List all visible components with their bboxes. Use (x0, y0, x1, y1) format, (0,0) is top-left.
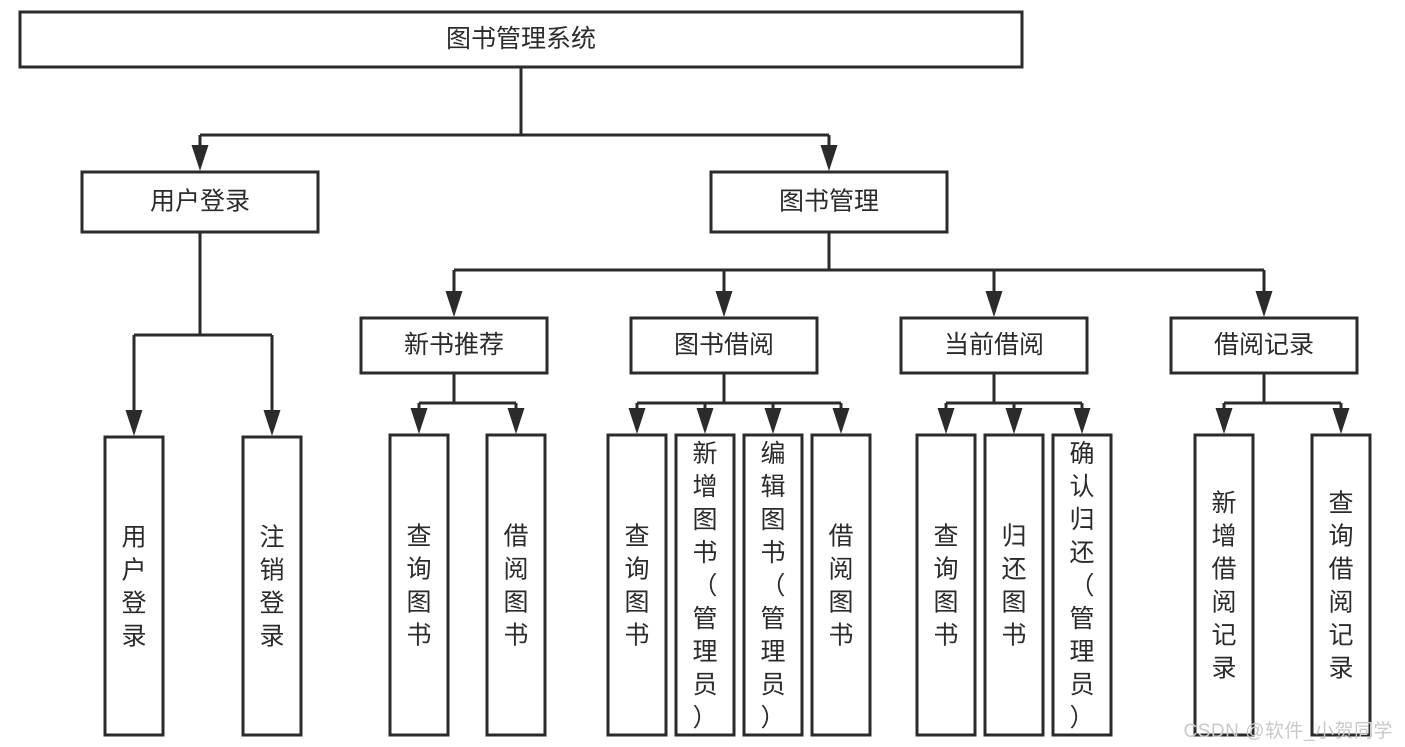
node-label: 用户登录 (150, 188, 250, 216)
node-user-login[interactable]: 用户登录 (80, 170, 320, 234)
node-label: 查询图书 (406, 523, 431, 650)
arrow-head-icon (445, 291, 463, 317)
node-box[interactable] (359, 316, 549, 375)
arrow-head-icon (410, 408, 428, 434)
arrow-head-icon (696, 408, 714, 434)
connector-group-book-borrow (628, 373, 850, 434)
node-label: 归还图书 (1001, 523, 1026, 650)
connector-group-current-borrow (937, 373, 1091, 434)
node-borrow-record[interactable]: 借阅记录 (1169, 316, 1359, 375)
connector-group-user-login (125, 232, 281, 436)
connector-group-new-book-rec (410, 373, 525, 434)
arrow-head-icon (507, 408, 525, 434)
node-box[interactable] (80, 170, 320, 234)
node-leaf-return-book[interactable]: 归还图书 (983, 433, 1045, 737)
arrow-head-icon (1005, 408, 1023, 434)
node-leaf-borrow-book-2[interactable]: 借阅图书 (810, 433, 872, 737)
node-leaf-user-logout[interactable]: 注销登录 (241, 435, 303, 737)
arrow-head-icon (715, 291, 733, 317)
node-box[interactable] (1193, 433, 1255, 737)
node-box[interactable] (915, 433, 977, 737)
node-box[interactable] (674, 433, 736, 737)
node-leaf-add-record[interactable]: 新增借阅记录 (1193, 433, 1255, 737)
node-box[interactable] (983, 433, 1045, 737)
arrow-head-icon (1332, 408, 1350, 434)
node-box[interactable] (18, 10, 1024, 69)
node-leaf-query-book-1[interactable]: 查询图书 (388, 433, 450, 737)
node-box[interactable] (1310, 433, 1372, 737)
node-label: 图书管理 (779, 188, 879, 216)
node-leaf-edit-book[interactable]: 编辑图书（管理员） (742, 433, 804, 737)
node-label: 查询借阅记录 (1328, 490, 1353, 683)
connector-group-book-manage (445, 232, 1273, 317)
connector-group-root (191, 67, 838, 171)
node-box[interactable] (103, 435, 165, 737)
node-book-manage[interactable]: 图书管理 (709, 170, 949, 234)
node-label: 借阅图书 (503, 523, 528, 650)
arrow-head-icon (764, 408, 782, 434)
node-label: 注销登录 (259, 524, 284, 651)
node-label: 借阅图书 (828, 523, 853, 650)
node-layer: 图书管理系统用户登录图书管理新书推荐图书借阅当前借阅借阅记录用户登录注销登录查询… (18, 10, 1372, 737)
arrow-head-icon (820, 145, 838, 171)
node-label: 确认归还（管理员） (1069, 440, 1094, 732)
arrow-head-icon (1073, 408, 1091, 434)
node-label: 当前借阅 (944, 331, 1044, 359)
node-box[interactable] (742, 433, 804, 737)
node-leaf-query-record[interactable]: 查询借阅记录 (1310, 433, 1372, 737)
arrow-head-icon (191, 145, 209, 171)
node-box[interactable] (629, 316, 819, 375)
node-root[interactable]: 图书管理系统 (18, 10, 1024, 69)
node-box[interactable] (1169, 316, 1359, 375)
node-label: 图书管理系统 (446, 25, 596, 53)
node-label: 用户登录 (121, 524, 146, 651)
node-label: 图书借阅 (674, 331, 774, 359)
node-new-book-rec[interactable]: 新书推荐 (359, 316, 549, 375)
node-label: 查询图书 (933, 523, 958, 650)
node-label: 查询图书 (624, 523, 649, 650)
arrow-head-icon (125, 410, 143, 436)
node-box[interactable] (810, 433, 872, 737)
node-box[interactable] (899, 316, 1089, 375)
arrow-head-icon (1255, 291, 1273, 317)
node-label: 新增借阅记录 (1211, 490, 1236, 683)
node-label: 借阅记录 (1214, 331, 1314, 359)
connector-layer (125, 67, 1350, 436)
node-box[interactable] (606, 433, 668, 737)
arrow-head-icon (937, 408, 955, 434)
node-leaf-borrow-book-1[interactable]: 借阅图书 (485, 433, 547, 737)
arrow-head-icon (832, 408, 850, 434)
arrow-head-icon (263, 410, 281, 436)
node-label: 新增图书（管理员） (692, 440, 717, 732)
arrow-head-icon (985, 291, 1003, 317)
node-leaf-user-login[interactable]: 用户登录 (103, 435, 165, 737)
node-box[interactable] (709, 170, 949, 234)
arrow-head-icon (1215, 408, 1233, 434)
node-leaf-confirm-return[interactable]: 确认归还（管理员） (1051, 433, 1113, 737)
node-leaf-add-book[interactable]: 新增图书（管理员） (674, 433, 736, 737)
node-book-borrow[interactable]: 图书借阅 (629, 316, 819, 375)
node-leaf-query-book-3[interactable]: 查询图书 (915, 433, 977, 737)
node-box[interactable] (241, 435, 303, 737)
node-leaf-query-book-2[interactable]: 查询图书 (606, 433, 668, 737)
node-current-borrow[interactable]: 当前借阅 (899, 316, 1089, 375)
arrow-head-icon (628, 408, 646, 434)
node-label: 编辑图书（管理员） (760, 440, 785, 732)
node-box[interactable] (485, 433, 547, 737)
connector-group-borrow-record (1215, 373, 1350, 434)
node-box[interactable] (388, 433, 450, 737)
node-label: 新书推荐 (404, 331, 504, 359)
node-box[interactable] (1051, 433, 1113, 737)
